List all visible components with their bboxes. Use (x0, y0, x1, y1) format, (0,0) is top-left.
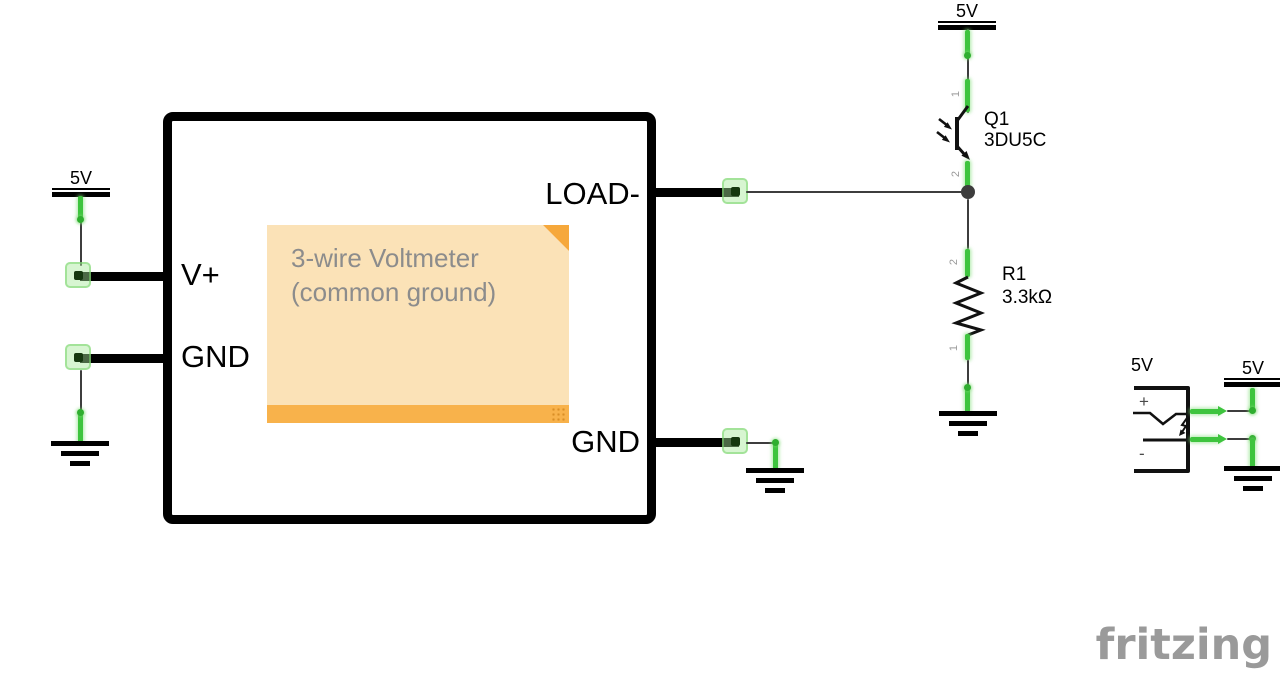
terminal-dot (73, 352, 83, 362)
node-dot[interactable] (1249, 407, 1256, 414)
jack-wire-top[interactable] (1190, 409, 1220, 414)
r1-pin1-highlight[interactable] (965, 334, 970, 360)
pin-number-emitter: 2 (950, 170, 962, 178)
ground-drop-wire[interactable] (1250, 439, 1255, 468)
wire-5v-to-collector[interactable] (967, 29, 969, 113)
wire-load-to-junction[interactable] (746, 191, 962, 193)
jack-bolt-icon (1180, 417, 1188, 433)
note-fold-corner (543, 225, 569, 251)
note-line2: (common ground) (291, 277, 497, 307)
phototransistor-q1-symbol[interactable] (925, 100, 987, 166)
terminal-dot (73, 270, 83, 280)
wire-gnd-right-h[interactable] (746, 442, 776, 444)
wire-junction-to-r1[interactable] (967, 199, 969, 249)
jack-voltage-label: 5V (1131, 355, 1154, 375)
resistor-value: 3.3kΩ (1002, 287, 1053, 308)
power-symbol-5v-q1[interactable]: 5V (938, 1, 996, 30)
power-label: 5V (52, 168, 110, 190)
ground-symbol-far-right[interactable] (1224, 466, 1280, 496)
wire-gnd-left[interactable] (80, 370, 82, 416)
wire-highlight[interactable] (965, 30, 970, 56)
jack-wire-top-dark[interactable] (1227, 410, 1254, 412)
module-pin-stub-load[interactable] (648, 188, 739, 197)
power-jack-symbol[interactable] (1126, 380, 1196, 478)
ground-symbol-r1[interactable] (939, 411, 997, 441)
ground-pin-highlight[interactable] (965, 386, 970, 413)
power-label: 5V (1224, 358, 1280, 380)
terminal-vplus[interactable] (65, 262, 91, 288)
terminal-load[interactable] (722, 178, 748, 204)
terminal-gnd-left[interactable] (65, 344, 91, 370)
module-pin-label-load: LOAD- (545, 176, 640, 211)
resistor-r1-symbol[interactable] (948, 272, 992, 338)
power-bar (1224, 381, 1280, 387)
module-pin-label-gnd-left: GND (181, 339, 250, 374)
power-symbol-5v-left[interactable]: 5V (52, 168, 110, 197)
bendpoint-dot[interactable] (964, 384, 971, 391)
voltmeter-module-box[interactable] (163, 112, 656, 524)
power-symbol-5v-far-right[interactable]: 5V (1224, 358, 1280, 387)
jack-switch-lever (1133, 411, 1188, 426)
module-pin-stub-gnd-right[interactable] (648, 438, 739, 447)
pin-number-r1-bottom: 1 (948, 344, 960, 352)
transistor-part-number: 3DU5C (984, 130, 1047, 151)
note-resize-grip[interactable] (551, 407, 566, 421)
emitter-pin-highlight[interactable] (965, 161, 970, 189)
bendpoint-dot[interactable] (77, 216, 84, 223)
terminal-gnd-right[interactable] (722, 428, 748, 454)
power-bar (52, 191, 110, 197)
module-pin-label-vplus: V+ (181, 257, 220, 292)
ground-symbol-module[interactable] (746, 468, 804, 498)
node-dot[interactable] (1249, 435, 1256, 442)
terminal-dot (730, 186, 740, 196)
junction-dot[interactable] (961, 185, 975, 199)
jack-wire-bottom[interactable] (1190, 437, 1220, 442)
wire-r1-to-ground[interactable] (967, 360, 969, 388)
note-line1: 3-wire Voltmeter (291, 243, 479, 273)
pin-number-r1-top: 2 (948, 258, 960, 266)
collector-pin-highlight[interactable] (965, 79, 970, 112)
emitter-arrow (961, 151, 970, 160)
transistor-designator: Q1 (984, 109, 1010, 130)
module-pin-stub-vplus[interactable] (80, 272, 170, 281)
bendpoint-dot[interactable] (772, 439, 779, 446)
jack-plus-sign: + (1139, 392, 1149, 411)
jack-minus-sign: - (1139, 444, 1145, 463)
wire-5v-to-vplus[interactable] (80, 196, 82, 266)
wire-arrow (1218, 406, 1227, 416)
bendpoint-dot[interactable] (77, 409, 84, 416)
ground-symbol-left[interactable] (51, 441, 109, 471)
terminal-dot (730, 436, 740, 446)
note-text: 3-wire Voltmeter (common ground) (291, 241, 496, 309)
supply-drop-wire[interactable] (1250, 388, 1255, 413)
wire-arrow (1218, 434, 1227, 444)
wire-gnd-pin-highlight[interactable] (78, 412, 83, 443)
module-pin-label-gnd-right: GND (571, 424, 640, 459)
wire-gnd-right-v[interactable] (773, 442, 778, 470)
fritzing-logo: fritzing (1095, 620, 1272, 670)
jack-wire-bottom-dark[interactable] (1227, 438, 1254, 440)
pin-number-collector: 1 (950, 90, 962, 98)
wire-5v-pin-highlight[interactable] (78, 196, 83, 222)
resistor-designator: R1 (1002, 264, 1027, 285)
note-bottom-bar (267, 405, 569, 423)
r1-pin2-highlight[interactable] (965, 249, 970, 277)
power-label: 5V (938, 1, 996, 23)
module-pin-stub-gnd-left[interactable] (80, 354, 170, 363)
power-bar (938, 24, 996, 30)
bendpoint-dot[interactable] (964, 52, 971, 59)
sticky-note[interactable]: 3-wire Voltmeter (common ground) (267, 225, 569, 423)
